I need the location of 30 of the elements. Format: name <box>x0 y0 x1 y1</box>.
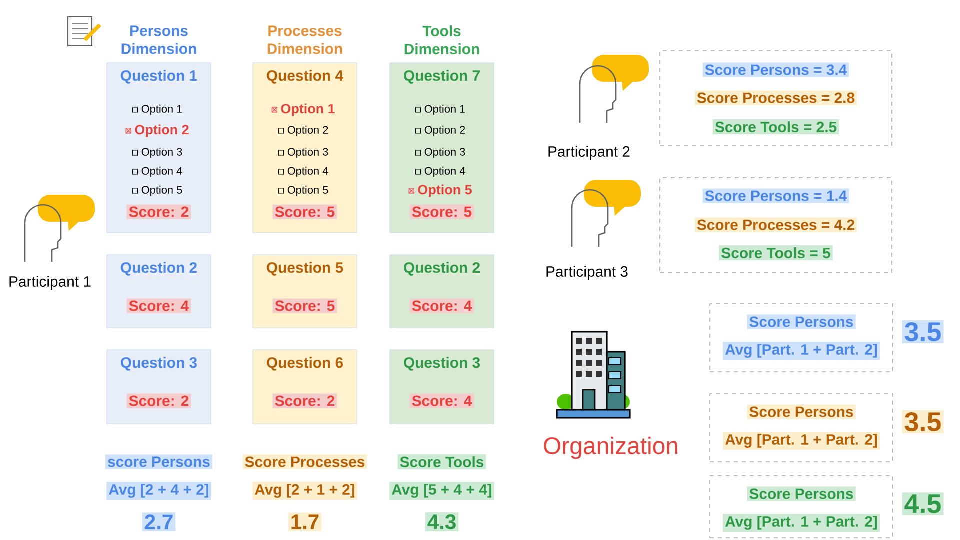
question-box: Question 1 Option 1 Option 2 Option 3 Option 4 Option 5 Score: 2 <box>106 62 212 234</box>
score-summary: Avg [2 + 1 + 2] <box>252 482 358 500</box>
average-value: 3.5 <box>902 410 944 434</box>
question-box: Question 5 Score: 5 <box>252 254 358 328</box>
average-value: 2.7 <box>142 512 176 532</box>
participant-label: Participant 1 <box>10 276 91 290</box>
average-value: 1.7 <box>288 512 322 532</box>
average-value: 3.5 <box>902 320 944 344</box>
participant-label: Participant 2 <box>548 146 630 160</box>
score-summary: Score Processes <box>242 454 368 470</box>
question-box: Question 7 Option 1 Option 2 Option 3 Option 4 Option 5 Score: 5 <box>390 62 494 234</box>
question-box: Question 3 Score: 4 <box>390 350 494 424</box>
question-box: Question 4 Option 1 Option 2 Option 3 Option 4 Option 5 Score: 5 <box>252 62 358 234</box>
average-value: 4.5 <box>902 492 944 516</box>
score-box: Score Persons Avg [Part. 1 + Part. 2] <box>710 304 894 372</box>
score-box: Score Persons Avg [Part. 1 + Part. 2] <box>710 394 894 462</box>
participant-label: Participant 3 <box>546 266 628 280</box>
score-summary: Avg [5 + 4 + 4] <box>390 482 494 500</box>
score-box: Score Persons = 1.4 Score Processes = 4.2 Score Tools = 5 <box>660 178 892 274</box>
question-box: Question 6 Score: 2 <box>252 350 358 424</box>
question-box: Question 2 Score: 4 <box>390 254 494 328</box>
organization-label: Organization <box>544 436 678 460</box>
score-summary: Avg [2 + 4 + 2] <box>106 482 212 500</box>
score-summary: Score Tools <box>398 454 486 470</box>
score-summary: score Persons <box>106 454 212 470</box>
question-box: Question 2 Score: 4 <box>106 254 212 328</box>
score-box: Score Persons Avg [Part. 1 + Part. 2] <box>710 476 894 538</box>
question-box: Question 3 Score: 2 <box>106 350 212 424</box>
average-value: 4.3 <box>425 512 459 532</box>
score-box: Score Persons = 3.4 Score Processes = 2.8 Score Tools = 2.5 <box>660 50 892 146</box>
